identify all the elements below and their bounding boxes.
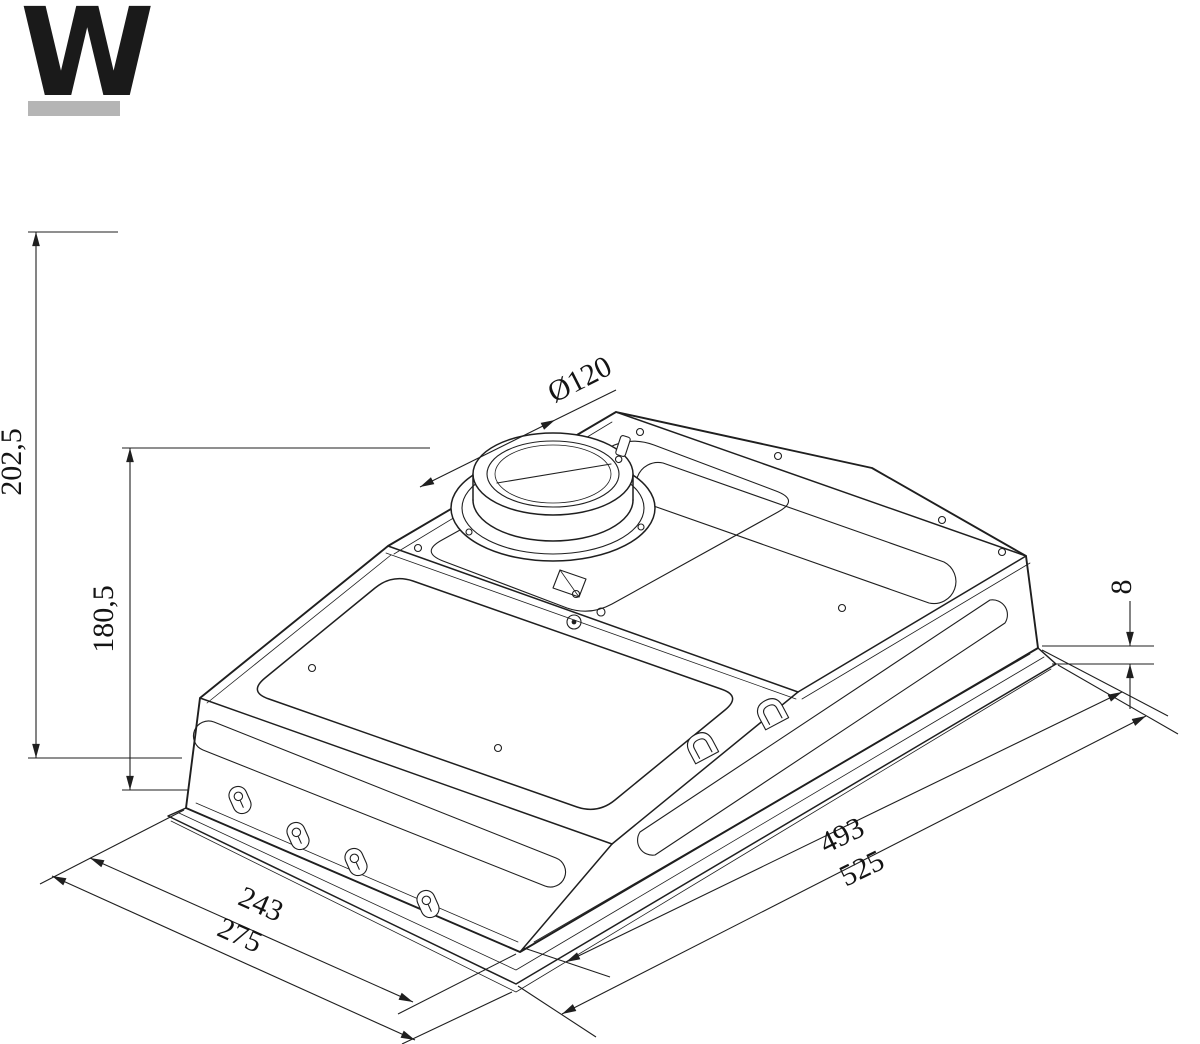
screw — [837, 603, 847, 613]
dim-label-duct-diameter: Ø120 — [542, 350, 616, 410]
keyhole-slit — [427, 904, 432, 912]
dim-label-rim-height: 8 — [1105, 580, 1138, 595]
dim-body-height: 180,5 — [87, 447, 430, 791]
dim-total-height: 202,5 — [0, 231, 182, 759]
screw — [493, 743, 503, 753]
collar-bottom-arc — [472, 499, 634, 542]
extension-line — [1041, 649, 1169, 717]
dim-label-body-height: 180,5 — [87, 585, 120, 653]
screw — [465, 528, 473, 536]
top-rear-edge — [615, 411, 1027, 557]
screw — [937, 515, 947, 525]
dimension-line — [561, 715, 1147, 1015]
top-right-edge — [797, 555, 1027, 693]
hem-line — [801, 562, 1031, 700]
screw — [307, 663, 317, 673]
brand-logo: W — [20, 0, 155, 124]
keyhole-slit — [239, 800, 244, 808]
clamp-bracket — [615, 435, 631, 457]
extension-line — [1057, 664, 1179, 735]
keyhole-slot — [416, 889, 440, 919]
screw — [635, 427, 645, 437]
dimension-line — [51, 875, 416, 1041]
clamp-screw — [614, 455, 623, 464]
collar-clamp — [614, 435, 631, 464]
hem-line — [385, 552, 797, 700]
cable-gland — [566, 614, 582, 630]
keyhole-hole — [421, 895, 432, 906]
top-panel — [413, 427, 1007, 630]
screw — [571, 589, 581, 599]
dim-label-total-height: 202,5 — [0, 428, 28, 496]
hood-drawing — [167, 411, 1057, 993]
front-ridge-edge — [387, 545, 799, 693]
cable-gland — [596, 607, 606, 617]
extension-line — [401, 991, 513, 1044]
extension-line — [39, 809, 185, 885]
cable-gland-center — [571, 619, 577, 625]
keyhole-slot — [286, 821, 310, 851]
screw — [773, 451, 783, 461]
top-plate-outline — [430, 440, 790, 612]
dimension-line — [419, 419, 556, 488]
extension-line — [517, 985, 597, 1038]
hem-line — [206, 554, 392, 704]
rim-outer-edge — [167, 647, 1057, 985]
leader-line — [554, 389, 617, 421]
logo-underline — [28, 101, 120, 116]
keyhole-slit — [297, 836, 302, 844]
extension-line — [397, 953, 517, 1015]
keyhole-hole — [233, 791, 244, 802]
screw — [637, 523, 645, 531]
duct-collar — [450, 432, 656, 562]
screw — [413, 543, 423, 553]
breakout-plate — [552, 569, 587, 598]
screw — [997, 547, 1007, 557]
top-rear-slot — [635, 461, 957, 605]
extension-line — [523, 947, 611, 978]
keyhole-slot — [228, 785, 252, 815]
slope-bottom-fold — [199, 697, 613, 845]
breakout-diagonal — [559, 569, 580, 598]
dim-rim-height: 8 — [1042, 580, 1154, 709]
keyhole-hole — [291, 827, 302, 838]
